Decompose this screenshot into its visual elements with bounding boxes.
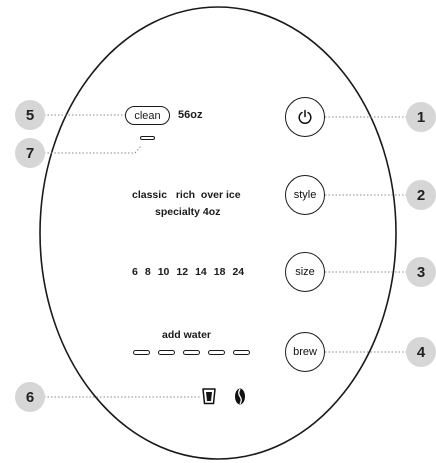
size-option: 8 [144,266,151,278]
style-button[interactable]: style [285,175,325,215]
water-level-segment [183,350,200,355]
style-option-rich: rich [175,189,196,201]
cup-icon [202,388,216,405]
callout-2: 2 [406,180,436,210]
power-icon [298,109,312,125]
clean-size-label: 56oz [178,109,203,121]
control-panel-outline [39,6,397,460]
add-water-label: add water [162,329,212,341]
size-option: 24 [232,266,245,278]
callout-1: 1 [406,102,436,132]
size-option: 6 [132,266,138,278]
size-button[interactable]: size [285,252,325,292]
water-level-segment [133,350,150,355]
style-option-over-ice: over ice [200,189,241,201]
callout-5: 5 [15,100,45,130]
style-option-classic: classic [132,189,168,201]
water-level-segment [233,350,250,355]
size-option: 10 [157,266,170,278]
clean-button[interactable]: clean [125,106,170,125]
leader-line-7b [134,145,142,154]
style-options-line1: classic rich over ice [132,189,241,201]
size-option: 12 [176,266,189,278]
callout-7: 7 [15,138,45,168]
callout-3: 3 [406,257,436,287]
power-button[interactable] [285,97,325,137]
brew-button[interactable]: brew [285,332,325,372]
coffee-bean-icon [235,388,245,405]
water-level-segment [208,350,225,355]
callout-4: 4 [406,337,436,367]
callout-6: 6 [15,382,45,412]
size-option: 18 [213,266,226,278]
style-option-specialty: specialty 4oz [155,206,221,218]
size-option: 14 [195,266,207,278]
water-level-segment [158,350,175,355]
clean-indicator-light [140,136,155,140]
